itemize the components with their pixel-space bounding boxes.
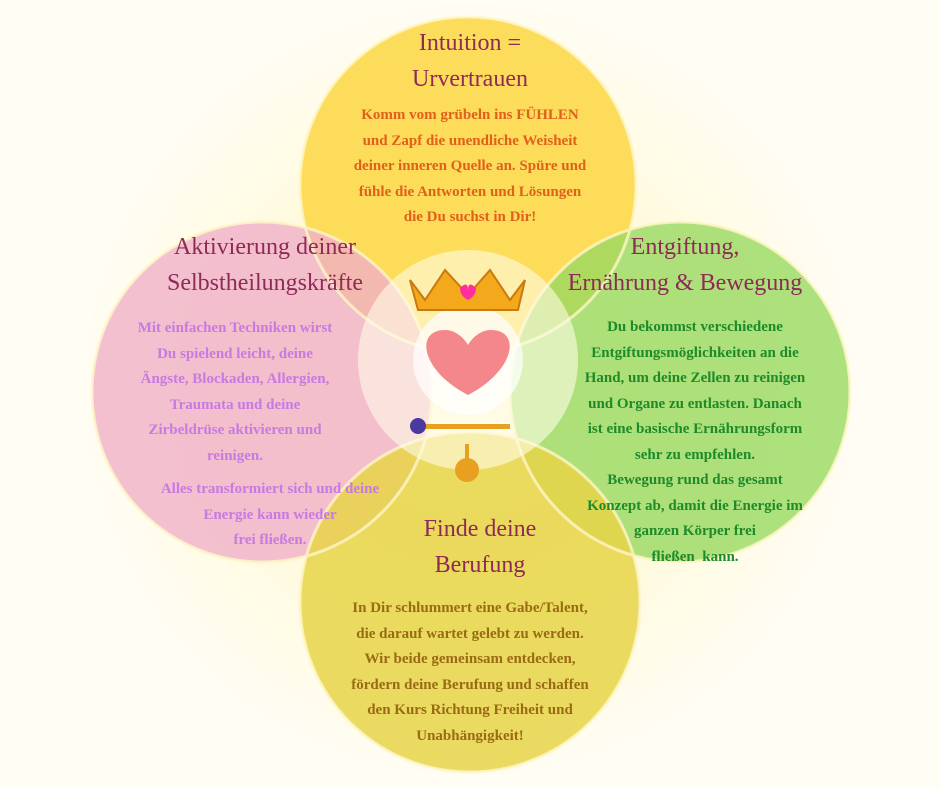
circle-bottom	[300, 432, 640, 772]
orb-icon	[455, 444, 479, 482]
top-body: Komm vom grübeln ins FÜHLEN und Zapf die…	[353, 107, 587, 225]
bottom-title: Finde deine Berufung	[423, 516, 537, 578]
scepter-icon	[410, 418, 510, 434]
circle-right	[510, 222, 850, 562]
bottom-body: In Dir schlummert eine Gabe/Talent, die …	[351, 600, 589, 744]
heart-hands-icon	[426, 330, 510, 395]
right-body: Du bekommst verschiedene Entgiftungsmögl…	[584, 319, 806, 565]
crown-icon	[409, 268, 526, 311]
left-title: Aktivierung deiner Selbstheilungskräfte	[167, 234, 363, 296]
right-title: Entgiftung, Ernährung & Bewegung	[567, 234, 803, 296]
top-title: Intuition = Urvertrauen	[412, 30, 528, 92]
circle-left	[92, 222, 432, 562]
circle-top	[300, 17, 636, 353]
left-body: Mit einfachen Techniken wirst Du spielen…	[137, 320, 333, 464]
left-body-2: Alles transformiert sich und deine Energ…	[160, 481, 380, 548]
